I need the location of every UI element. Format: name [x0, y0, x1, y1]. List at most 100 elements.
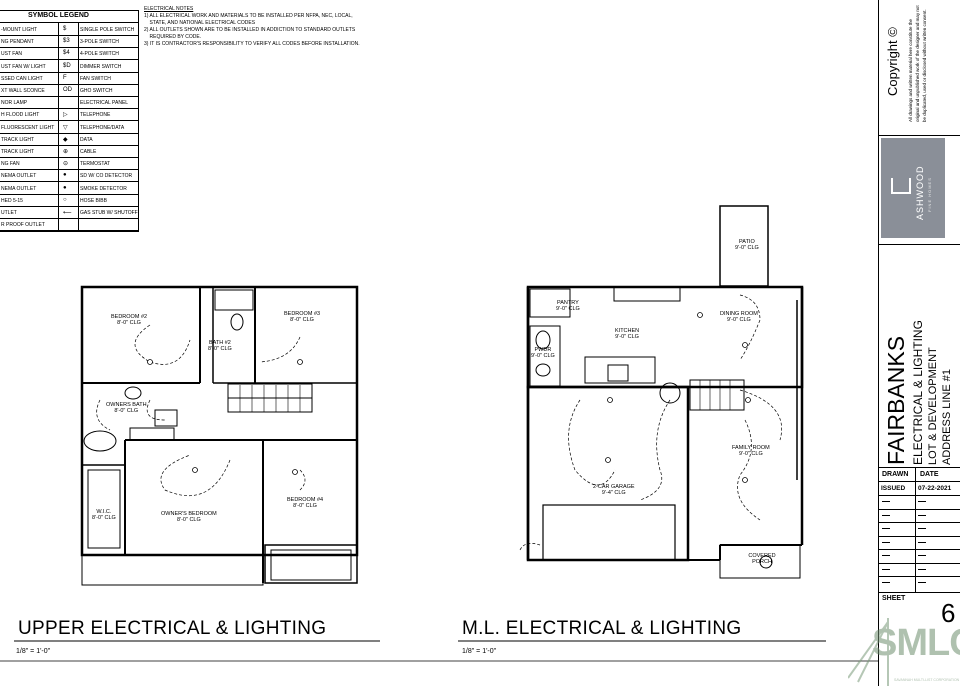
- revision-dash: [882, 514, 890, 516]
- legend-item: NEMA OUTLET: [1, 185, 37, 192]
- main-plan-wiring: [519, 294, 782, 551]
- note-line: STATE, AND NATIONAL ELECTRICAL CODES: [144, 20, 256, 26]
- project-name: FAIRBANKS: [883, 335, 909, 465]
- legend-item: SMOKE DETECTOR: [80, 185, 127, 192]
- logo-text: ASHWOOD: [915, 165, 925, 220]
- legend-item: 4-POLE SWITCH: [80, 51, 119, 58]
- revision-row: [879, 522, 960, 523]
- legend-symbol: ●: [63, 172, 67, 179]
- upper-plan-walls: [80, 285, 359, 586]
- legend-symbol: ◆: [63, 136, 68, 143]
- notes-title: ELECTRICAL NOTES: [144, 6, 194, 12]
- legend-item: CABLE: [80, 149, 97, 155]
- legend-symbol: ○: [63, 196, 67, 203]
- legend-item: TRACK LIGHT: [1, 149, 35, 155]
- legend-item: HOSE BIBB: [80, 197, 107, 204]
- revision-row: [879, 562, 960, 564]
- copyright-notice: All drawings and written material here c…: [908, 5, 927, 122]
- revision-dash: [918, 514, 926, 516]
- sheet-label: SHEET: [882, 595, 906, 602]
- legend-item: FAN SWITCH: [80, 75, 111, 82]
- company-logo: ASHWOOD FINE HOMES: [881, 138, 945, 238]
- revision-row: [879, 508, 960, 510]
- upper-plan-title: UPPER ELECTRICAL & LIGHTING: [18, 618, 327, 639]
- revision-dash: [882, 541, 890, 543]
- notes-lines: 1) ALL ELECTRICAL WORK AND MATERIALS TO …: [144, 13, 384, 48]
- legend-item: FLUORESCENT LIGHT: [1, 124, 55, 131]
- legend-item: NG PENDANT: [1, 39, 34, 46]
- revision-dash: [882, 555, 890, 556]
- legend-symbol: $: [63, 26, 67, 32]
- revision-row: [879, 549, 960, 550]
- revision-dash: [918, 582, 926, 583]
- legend-title: SYMBOL LEGEND: [28, 12, 89, 19]
- legend-item: NG FAN: [1, 161, 20, 168]
- revision-dash: [882, 501, 890, 502]
- legend-item: UTLET: [1, 210, 17, 216]
- legend-item: -MOUNT LIGHT: [1, 27, 38, 33]
- bridge-logo-icon: [847, 618, 889, 686]
- legend-item: UST FAN: [1, 51, 23, 58]
- legend-symbol: ⊝: [63, 161, 69, 168]
- symbol-legend: SYMBOL LEGEND -MOUNT LIGHT $ SINGLE POLE S…: [0, 10, 139, 232]
- note-line: REQUIRED BY CODE.: [144, 34, 202, 40]
- legend-symbol: F: [63, 74, 67, 81]
- fixture-symbols: [147, 312, 751, 483]
- revision-row: [879, 495, 960, 496]
- legend-item: DATA: [80, 136, 93, 143]
- upper-plan-wiring: [96, 324, 306, 497]
- logo-subtext: FINE HOMES: [927, 177, 932, 212]
- main-plan-scale: 1/8" = 1'-0": [462, 648, 497, 655]
- legend-item: SD W/ CO DETECTOR: [80, 173, 133, 180]
- lot-development: LOT & DEVELOPMENT: [927, 347, 939, 465]
- electrical-notes: ELECTRICAL NOTES 1) ALL ELECTRICAL WORK …: [144, 6, 384, 48]
- revision-dash: [882, 568, 890, 570]
- issued-date: 07-22-2021: [918, 485, 952, 492]
- legend-item: R PROOF OUTLET: [1, 222, 45, 229]
- legend-item: TELEPHONE/DATA: [80, 124, 125, 131]
- revision-dash: [918, 501, 926, 502]
- legend-item: H FLOOD LIGHT: [1, 112, 40, 119]
- revision-dash: [918, 568, 926, 570]
- revision-dash: [918, 528, 926, 529]
- note-line: 1) ALL ELECTRICAL WORK AND MATERIALS TO …: [144, 13, 353, 19]
- upper-plan-scale: 1/8" = 1'-0": [16, 648, 51, 655]
- revision-row: [879, 535, 960, 537]
- legend-item: SSED CAN LIGHT: [1, 75, 43, 82]
- legend-item: NOR LAMP: [1, 100, 28, 107]
- legend-symbol: $3: [63, 38, 70, 45]
- legend-item: TRACK LIGHT: [1, 136, 35, 143]
- legend-symbol: ●: [63, 184, 67, 191]
- main-plan-walls: [526, 205, 804, 579]
- legend-item: ELECTRICAL PANEL: [80, 100, 129, 107]
- legend-item: TERMOSTAT: [80, 161, 111, 168]
- revision-dash: [918, 555, 926, 556]
- address-line: ADDRESS LINE #1: [941, 369, 953, 465]
- legend-symbol: OD: [63, 87, 72, 93]
- note-line: 2) ALL OUTLETS SHOWN ARE TO BE INSTALLED…: [144, 27, 356, 33]
- legend-symbol: ▷: [63, 112, 68, 119]
- floor-plans: [0, 205, 878, 662]
- issued-label: ISSUED: [881, 485, 906, 492]
- revision-dash: [882, 528, 890, 529]
- legend-symbol: ▽: [63, 124, 68, 131]
- main-plan-title: M.L. ELECTRICAL & LIGHTING: [462, 618, 742, 639]
- legend-item: HED 5-15: [1, 197, 23, 204]
- legend-item: UST FAN W/ LIGHT: [1, 63, 46, 70]
- legend-item: SINGLE POLE SWITCH: [80, 27, 135, 33]
- copyright-label: Copyright ©: [885, 27, 900, 96]
- legend-symbol: $4: [63, 50, 70, 57]
- legend-item: GHO SWITCH: [80, 88, 113, 94]
- room-label-wic: W.I.C.8'-0" CLG: [92, 509, 116, 521]
